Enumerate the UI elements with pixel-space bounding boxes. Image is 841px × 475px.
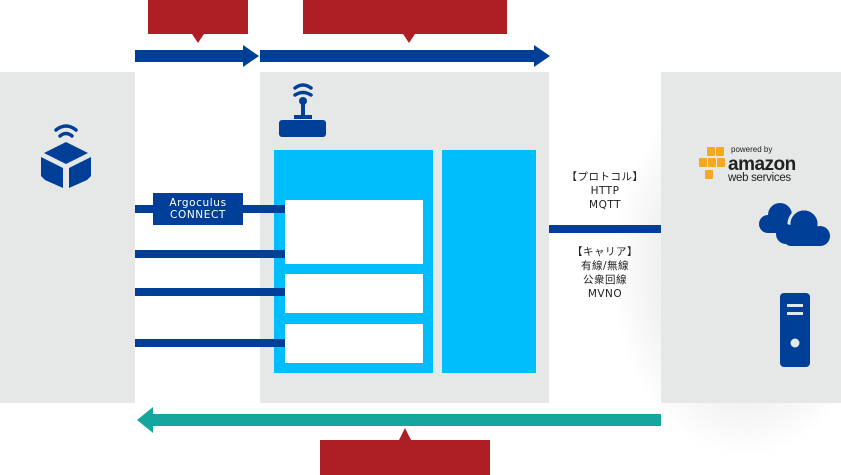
arrow-shaft	[260, 50, 536, 62]
aws-amazon: amazon	[728, 154, 796, 175]
carrier-item-public-line: 公衆回線	[583, 274, 627, 286]
arrow-head	[534, 45, 550, 67]
cloud-icon	[759, 203, 830, 246]
carrier-label: 【キャリア】 有線/無線 公衆回線 MVNO	[549, 245, 661, 301]
argoculus-connect-label: Argoculus CONNECT	[153, 193, 243, 225]
module-right	[442, 150, 536, 373]
arrow-head	[243, 45, 259, 67]
aws-logo: powered by amazon web services	[699, 145, 809, 187]
aws-powered-by: powered by	[731, 145, 773, 154]
carrier-item-wired-wireless: 有線/無線	[580, 260, 630, 272]
router-wifi-icon	[279, 83, 326, 137]
callout-pointer-2	[403, 34, 415, 43]
callout-box-2	[303, 0, 507, 34]
arrow-shaft	[135, 50, 245, 62]
server-icon	[780, 293, 810, 367]
carrier-heading: 【キャリア】	[572, 246, 638, 258]
callout-box-1	[148, 0, 248, 34]
protocol-item-mqtt: MQTT	[589, 199, 621, 211]
callout-pointer-3	[399, 428, 411, 440]
callout-pointer-1	[192, 34, 204, 43]
protocol-item-http: HTTP	[590, 185, 620, 197]
protocol-heading: 【プロトコル】	[566, 171, 644, 183]
return-arrow	[137, 407, 661, 433]
aws-cubes-icon	[699, 147, 725, 179]
callout-box-3	[320, 440, 490, 475]
connection-line-2	[135, 250, 285, 258]
slot-box-1	[285, 200, 423, 264]
connection-line-3	[135, 288, 285, 296]
flow-arrow-top-left	[135, 45, 259, 67]
carrier-item-mvno: MVNO	[587, 288, 623, 300]
flow-arrow-top-right	[260, 45, 550, 67]
slot-box-3	[285, 324, 423, 363]
slot-box-2	[285, 274, 423, 313]
aws-web-services: web services	[728, 172, 791, 184]
device-cube-wifi-icon	[41, 124, 91, 188]
arrow-shaft	[145, 414, 661, 426]
connect-line-2: CONNECT	[170, 209, 226, 221]
connection-line-4	[135, 339, 285, 347]
protocol-label: 【プロトコル】 HTTP MQTT	[549, 170, 661, 212]
network-link	[549, 225, 661, 233]
arrow-head	[137, 407, 153, 433]
connect-line-1: Argoculus	[169, 197, 227, 209]
